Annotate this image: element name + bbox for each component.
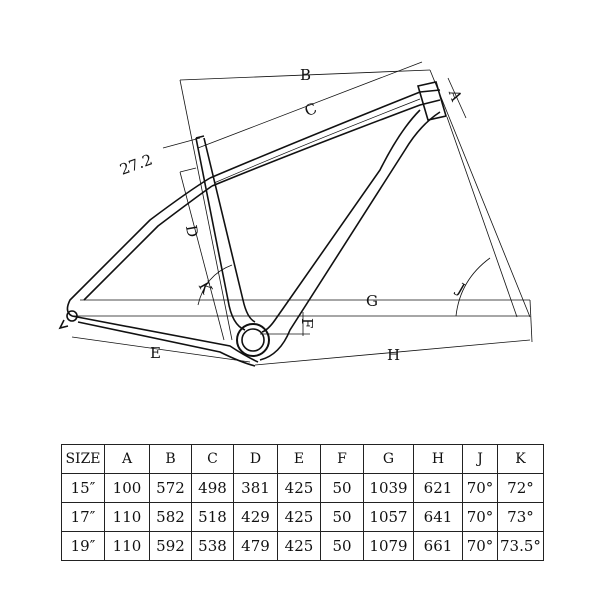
cell: 1057	[363, 502, 414, 532]
label-seatpost-diameter: 27.2	[117, 150, 155, 178]
cell: 1039	[363, 473, 414, 503]
label-d: D	[182, 224, 202, 239]
cell: 110	[104, 502, 150, 532]
cell: 538	[191, 531, 234, 561]
cell: 429	[233, 502, 278, 532]
dimension-labels: B C A 27.2 D K J G F E H	[117, 66, 468, 364]
header-cell: A	[104, 444, 150, 474]
table-row: 15″ 100 572 498 381 425 50 1039 621 70° …	[61, 473, 544, 503]
cell: 15″	[61, 473, 105, 503]
cell: 425	[277, 531, 321, 561]
label-g: G	[366, 292, 378, 310]
cell: 661	[413, 531, 463, 561]
cell: 592	[149, 531, 192, 561]
header-cell: E	[277, 444, 321, 474]
cell: 641	[413, 502, 463, 532]
cell: 50	[320, 531, 364, 561]
cell: 50	[320, 473, 364, 503]
label-f: F	[298, 318, 316, 328]
label-k: K	[195, 278, 217, 297]
frame-outline	[58, 81, 448, 367]
geometry-table: SIZE A B C D E F G H J K 15″ 100 572 498…	[61, 444, 544, 561]
cell: 621	[413, 473, 463, 503]
cell: 70°	[462, 531, 498, 561]
header-cell: D	[233, 444, 278, 474]
cell: 50	[320, 502, 364, 532]
cell: 425	[277, 502, 321, 532]
label-b: B	[300, 66, 311, 84]
header-cell: C	[191, 444, 234, 474]
cell: 70°	[462, 502, 498, 532]
cell: 381	[233, 473, 278, 503]
cell: 70°	[462, 473, 498, 503]
cell: 100	[104, 473, 150, 503]
cell: 425	[277, 473, 321, 503]
cell: 572	[149, 473, 192, 503]
header-cell: H	[413, 444, 463, 474]
table-header-row: SIZE A B C D E F G H J K	[61, 444, 544, 474]
cell: 73°	[497, 502, 544, 532]
cell: 582	[149, 502, 192, 532]
header-cell: K	[497, 444, 544, 474]
cell: 72°	[497, 473, 544, 503]
header-cell: F	[320, 444, 364, 474]
label-j: J	[452, 279, 468, 299]
table-row: 17″ 110 582 518 429 425 50 1057 641 70° …	[61, 502, 544, 532]
cell: 19″	[61, 531, 105, 561]
label-h: H	[387, 346, 400, 364]
header-cell: B	[149, 444, 192, 474]
label-a: A	[444, 86, 465, 103]
cell: 498	[191, 473, 234, 503]
cell: 1079	[363, 531, 414, 561]
bike-frame-drawing: B C A 27.2 D K J G F E H	[58, 61, 533, 367]
cell: 73.5°	[497, 531, 544, 561]
cell: 479	[233, 531, 278, 561]
table-row: 19″ 110 592 538 479 425 50 1079 661 70° …	[61, 531, 544, 561]
label-e: E	[150, 344, 161, 362]
cell: 518	[191, 502, 234, 532]
cell: 110	[104, 531, 150, 561]
dimension-lines	[71, 61, 533, 366]
header-cell: SIZE	[61, 444, 105, 474]
header-cell: J	[462, 444, 498, 474]
header-cell: G	[363, 444, 414, 474]
cell: 17″	[61, 502, 105, 532]
